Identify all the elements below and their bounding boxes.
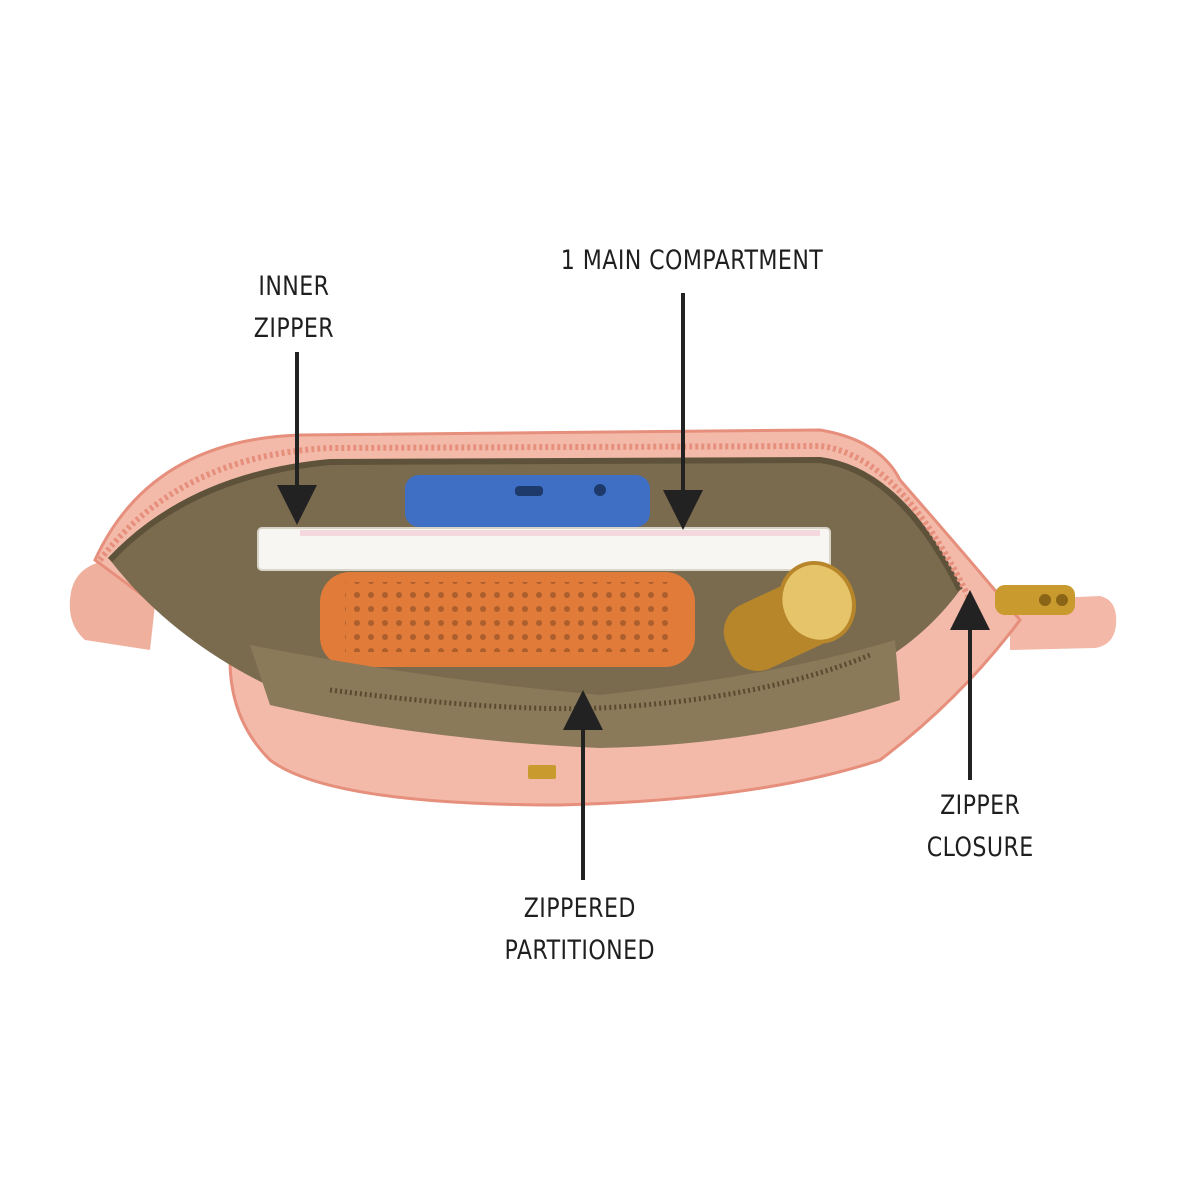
callout-zipper-closure: ZIPPER CLOSURE: [927, 785, 1034, 869]
bag-logo: [528, 765, 556, 779]
notebook: [257, 527, 831, 571]
callout-zipper-closure-line2: CLOSURE: [926, 832, 1034, 863]
callout-zippered-partitioned: ZIPPERED PARTITIONED: [505, 888, 655, 972]
callout-inner-zipper-line1: INNER: [258, 271, 330, 302]
callout-main-compartment-text: 1 MAIN COMPARTMENT: [560, 245, 824, 276]
callout-zipper-closure-line1: ZIPPER: [940, 790, 1021, 821]
main-zipper-track: [97, 442, 973, 602]
gold-compact: [723, 561, 856, 671]
zipper-pull: [995, 585, 1075, 615]
callout-main-compartment: 1 MAIN COMPARTMENT: [561, 240, 823, 282]
phone: [405, 475, 650, 527]
callout-zippered-partitioned-line2: PARTITIONED: [504, 935, 656, 966]
callout-zippered-partitioned-line1: ZIPPERED: [523, 893, 636, 924]
callout-inner-zipper-line2: ZIPPER: [253, 313, 335, 344]
callout-inner-zipper: INNER ZIPPER: [254, 266, 334, 350]
